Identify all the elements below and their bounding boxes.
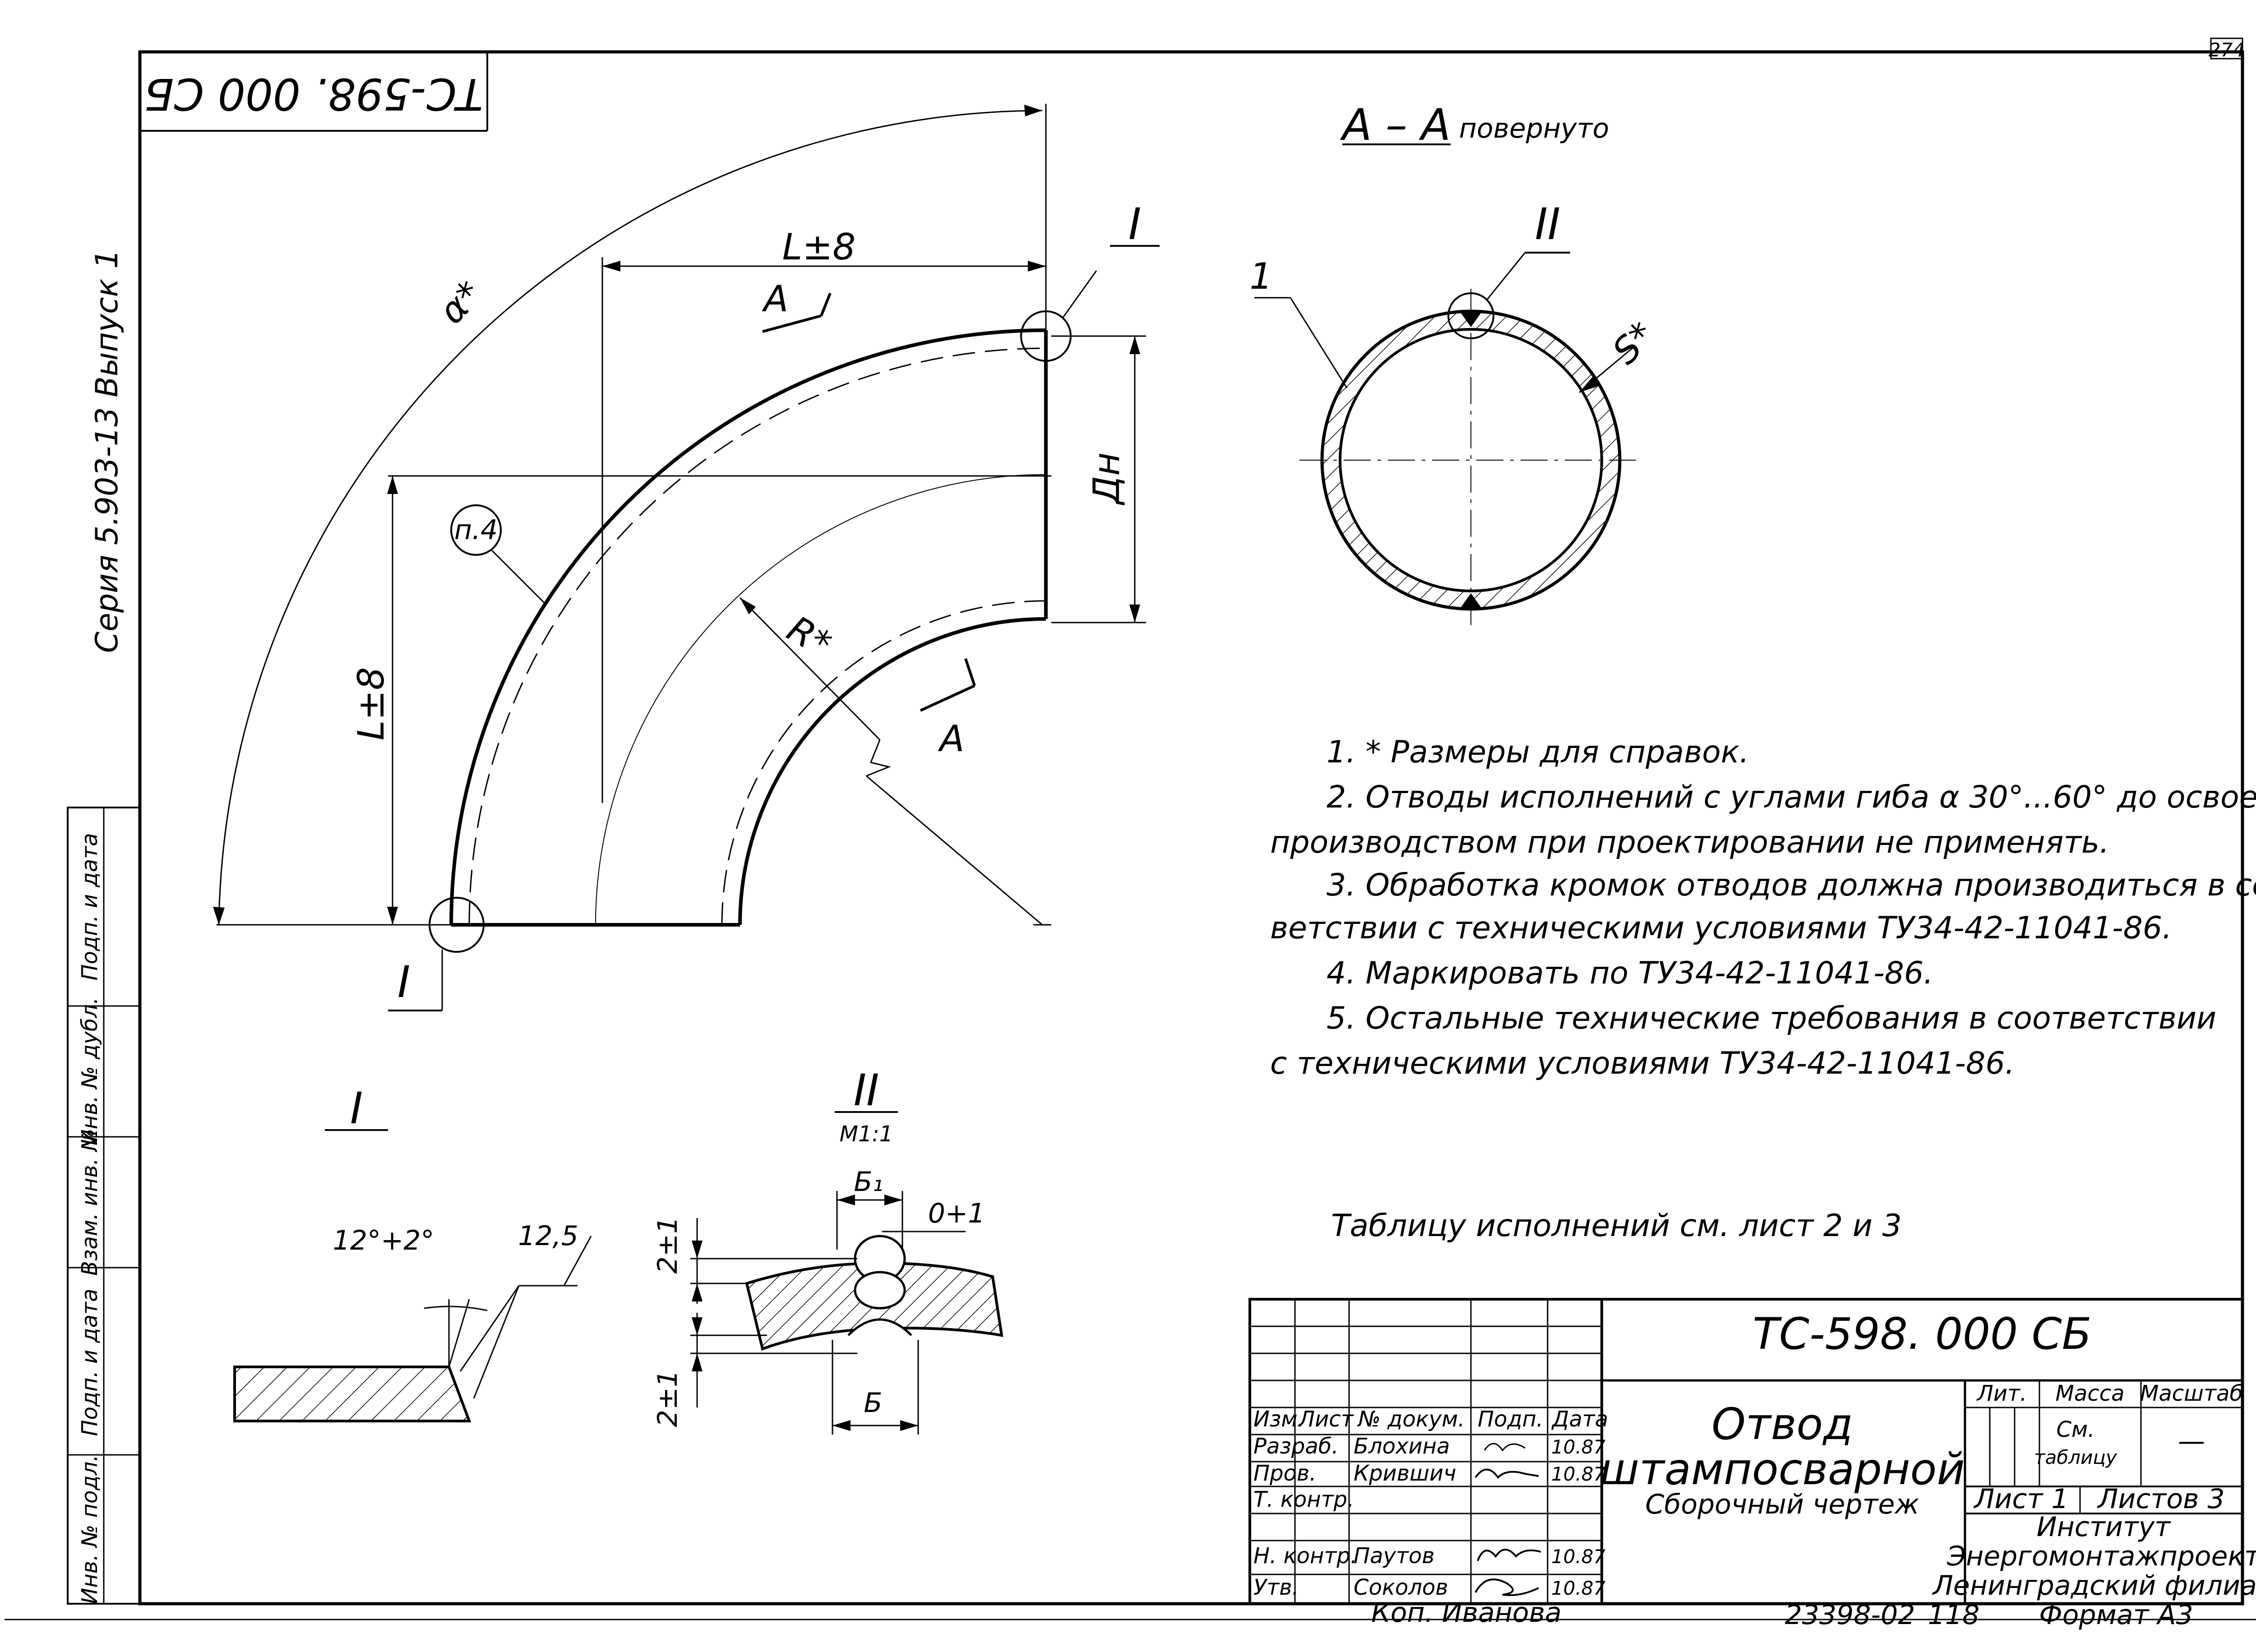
dim-length-vertical: L±8 [350,667,392,741]
detail-I-title: I [350,1083,363,1134]
reinforcement-top: 2±1 [652,1217,684,1274]
weld-width-bottom: Б [864,1387,882,1419]
dim-radius: R* [780,608,838,665]
title-block: Изм. Лист № докум. Подп. Дата Разраб. Бл… [1248,1298,2256,1605]
stamp-vzam-inv: Взам. инв. № [77,1129,102,1276]
name-prov: Крившич [1354,1461,1456,1486]
section-label: А – А [1340,100,1451,150]
stamp-podp-data-2: Подп. и дата [77,833,102,981]
stamp-inv-dubl: Инв. № дубл. [77,997,102,1145]
note-5-cont: с техническими условиями ТУ34-42-11041-8… [1270,1046,2015,1081]
col-doc: № докум. [1357,1407,1465,1432]
detail-I-callout-top: I [1128,199,1141,249]
note-1: 1. * Размеры для справок. [1327,734,1749,770]
detail-II-title: II [854,1065,879,1116]
role-razrab: Разраб. [1253,1434,1339,1459]
title-name-1: Отвод [1711,1399,1853,1449]
bevel-angle: 12°+2° [333,1225,435,1256]
title-name-3: Сборочный чертеж [1646,1489,1919,1520]
page-ref: 118 [1928,1599,1980,1631]
name-razrab: Блохина [1354,1434,1450,1459]
sheet-label: Лист 1 [1973,1483,2068,1515]
mass-value-1: См. [2057,1417,2095,1442]
note-3: 3. Обработка кромок отводов должна произ… [1327,868,2256,903]
signature-utv [1475,1578,1539,1596]
name-nkontr: Паутов [1354,1543,1435,1569]
section-view: А – А повернуто II 1 S* [1250,100,1663,632]
scale-label: Масштаб [2140,1381,2243,1406]
section-mark-top: А [762,278,789,320]
stamp-inv-podl: Инв. № подл. [77,1454,102,1604]
signature-razrab [1484,1443,1526,1452]
position-callout: п.4 [454,514,498,546]
format-label: Формат А3 [2039,1599,2193,1631]
name-utv: Соколов [1354,1575,1448,1600]
note-5: 5. Остальные технические требования в со… [1327,1001,2216,1036]
mass-label: Масса [2055,1381,2124,1406]
note-4: 4. Маркировать по ТУ34-42-11041-86. [1327,955,1933,991]
org-line-2: Энергомонтажпроект [1946,1541,2256,1572]
date-utv: 10.87 [1551,1577,1606,1599]
signature-prov [1475,1468,1539,1479]
detail-I-callout-bottom: I [398,957,410,1007]
dim-outer-diameter: Дн [1086,452,1128,506]
reinforcement-bottom: 2±1 [652,1370,684,1427]
section-note: повернуто [1459,113,1609,144]
date-nkontr: 10.87 [1551,1546,1606,1568]
col-podp: Подп. [1478,1407,1543,1432]
col-data: Дата [1551,1407,1608,1432]
table-reference: Таблицу исполнений см. лист 2 и 3 [1331,1208,1902,1244]
side-stamp: Инв. № подл. Подп. и дата Взам. инв. № И… [67,807,141,1605]
position-1: 1 [1250,255,1273,297]
dim-length-horizontal: L±8 [782,226,856,268]
section-mark-bottom: А [938,718,965,760]
note-2-cont: производством при проектировании не прим… [1270,825,2109,860]
archive-number: 23398-02 [1785,1599,1915,1631]
sheets-label: Листов 3 [2097,1483,2224,1515]
role-utv: Утв. [1253,1575,1299,1600]
lit-label: Лит. [1976,1381,2027,1406]
date-prov: 10.87 [1551,1463,1606,1485]
footer: Коп. Иванова 23398-02 118 Формат А3 [1371,1597,2193,1631]
title-name-2: штампосварной [1600,1444,1965,1495]
title-code: ТС-598. 000 СБ [1752,1309,2091,1359]
weld-width-top: Б₁ [854,1166,883,1198]
detail-II-scale: М1:1 [840,1121,893,1147]
roughness: 12,5 [518,1220,578,1252]
doc-code-rotated: ТС-598. 000 СБ [144,69,483,119]
detail-II-view: II М1:1 Б₁ 0+1 Б 2±1 [652,1065,1003,1435]
org-line-1: Институт [2037,1511,2172,1543]
signature-nkontr [1477,1549,1541,1561]
role-nkontr: Н. контр. [1253,1543,1357,1569]
note-3-cont: ветствии с техническими условиями ТУ34-4… [1270,910,2172,946]
role-tkontr: Т. контр. [1253,1487,1354,1512]
col-izm: Изм. [1253,1407,1304,1432]
weld-gap: 0+1 [928,1198,985,1229]
date-razrab: 10.87 [1551,1436,1606,1458]
scale-value: — [2178,1426,2205,1457]
elbow-main-view: α* L±8 L±8 Дн [213,104,1160,1011]
detail-I-view: I 12°+2° 12,5 [233,1083,592,1422]
copied-by: Коп. Иванова [1371,1597,1562,1629]
role-prov: Пров. [1253,1461,1316,1486]
org-line-3: Ленинградский филиал [1932,1570,2256,1601]
col-list: Лист [1298,1407,1355,1432]
detail-II-callout: II [1535,199,1561,249]
stamp-podp-data-1: Подп. и дата [77,1289,102,1436]
dim-angle: α* [431,273,490,332]
technical-notes: 1. * Размеры для справок. 2. Отводы испо… [1270,734,2256,1244]
sheet-number: 274 [2209,39,2245,61]
series-label: Серия 5.903-13 Выпуск 1 [89,249,125,653]
note-2: 2. Отводы исполнений с углами гиба α 30°… [1327,780,2256,815]
mass-value-2: таблицу [2034,1446,2117,1468]
